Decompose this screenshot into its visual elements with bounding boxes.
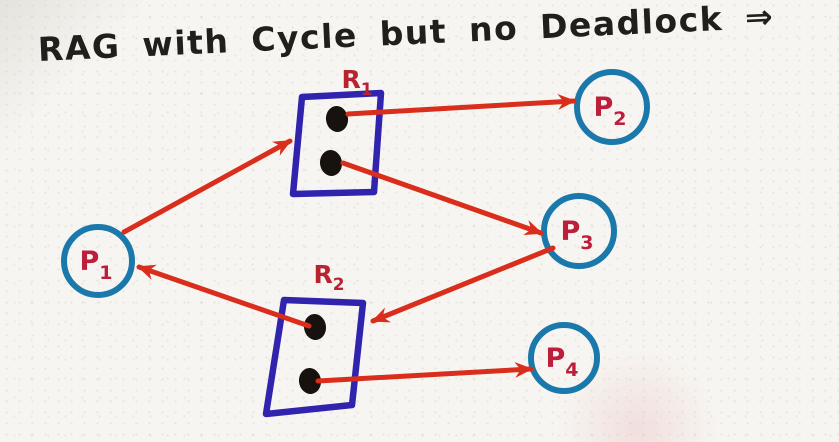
process-label-sub: 2 <box>613 108 626 130</box>
process-node-P3: P3 <box>541 193 617 269</box>
resource-node-R2: R2 <box>262 260 367 418</box>
resource-label-R1: R1 <box>341 65 372 100</box>
process-label-P1: P1 <box>79 246 112 284</box>
resource-instance-dot-R2-2 <box>298 368 322 394</box>
process-circle-P2 <box>574 69 650 145</box>
resource-label-sub: 1 <box>361 80 373 100</box>
process-circle-P4 <box>528 322 600 394</box>
resource-instance-dot-R2-1 <box>303 314 327 340</box>
process-label-P4: P4 <box>545 343 578 381</box>
resource-instance-dot-R1-1 <box>325 106 349 132</box>
resource-label-R2: R2 <box>313 260 344 295</box>
resource-box-R1 <box>289 89 385 198</box>
edge-R2-P1-assignment-arrow <box>136 264 312 329</box>
edge-R1-P3-assignment-arrow <box>340 160 544 236</box>
process-circle-P3 <box>541 193 617 269</box>
edge-R2-P4-assignment-arrow <box>315 361 534 384</box>
process-node-P4: P4 <box>528 322 600 394</box>
process-node-P2: P2 <box>574 69 650 145</box>
process-label-P3: P3 <box>560 216 593 254</box>
resource-instance-dot-R1-2 <box>319 150 343 176</box>
process-circle-P1 <box>61 224 135 298</box>
process-label-main: P <box>593 92 613 123</box>
edge-R1-P2-assignment-arrow <box>345 93 577 117</box>
resource-label-main: R <box>313 260 332 289</box>
process-node-P1: P1 <box>61 224 135 298</box>
resource-node-R1: R1 <box>289 65 385 198</box>
resource-label-main: R <box>341 65 360 94</box>
resource-label-sub: 2 <box>333 275 345 295</box>
process-label-sub: 4 <box>565 359 578 381</box>
process-label-main: P <box>560 216 580 247</box>
edge-P3-R2-request-arrow <box>370 245 556 324</box>
edge-P1-R1-request-arrow <box>121 138 293 235</box>
resource-box-R2 <box>262 296 367 418</box>
process-label-sub: 1 <box>99 262 112 284</box>
process-label-main: P <box>545 343 565 374</box>
process-label-main: P <box>79 246 99 277</box>
process-label-P2: P2 <box>593 92 626 130</box>
process-label-sub: 3 <box>580 232 593 254</box>
